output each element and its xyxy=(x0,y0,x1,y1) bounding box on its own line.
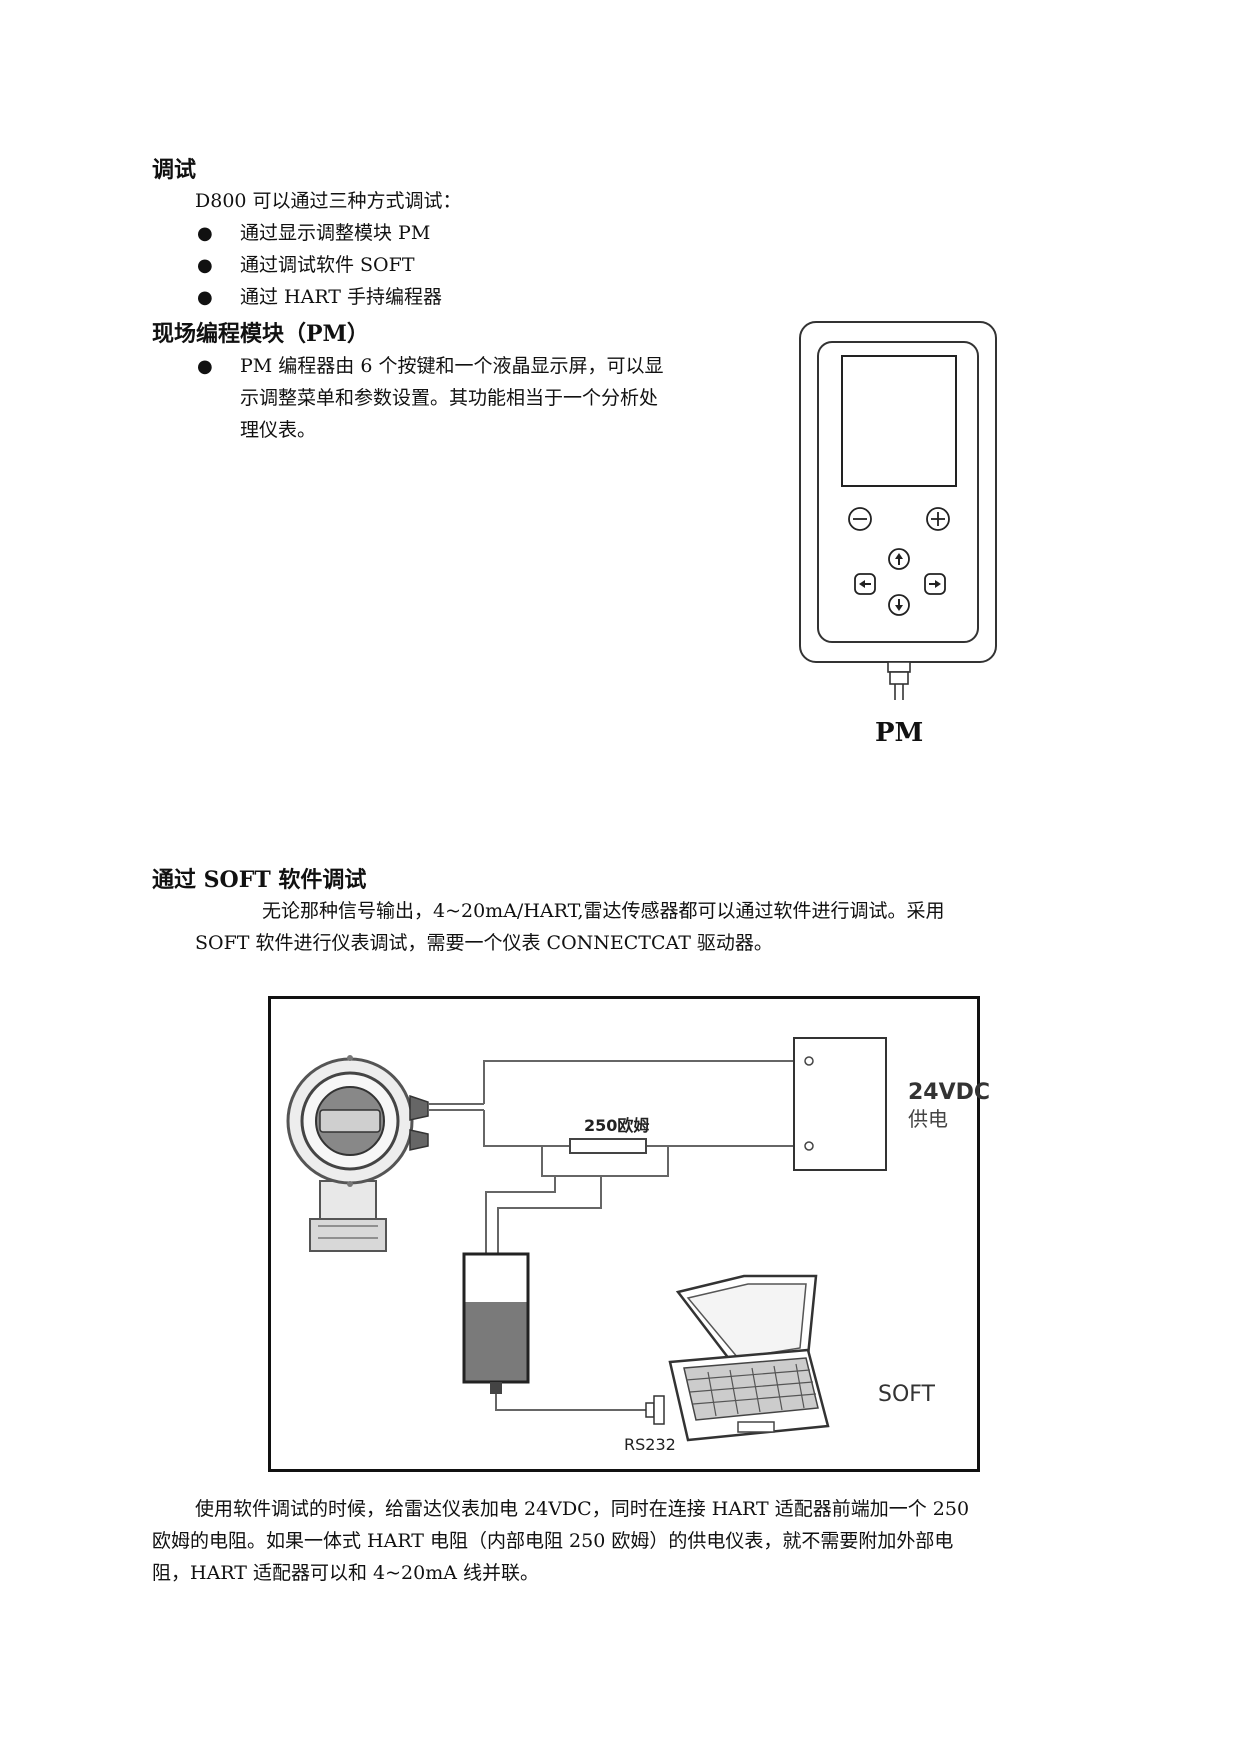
heading-debug: 调试 xyxy=(152,157,197,183)
minus-button-icon xyxy=(848,507,872,531)
hart-tap-wires xyxy=(485,1146,669,1254)
arrow-down-icon xyxy=(888,594,910,616)
pm-lcd-screen xyxy=(841,355,957,487)
arrow-up-icon xyxy=(888,548,910,570)
heading-soft: 通过 SOFT 软件调试 xyxy=(152,867,367,893)
pm-device-figure xyxy=(799,321,997,700)
bullet-dot-icon: ● xyxy=(197,223,213,244)
bullet-text: 通过 HART 手持编程器 xyxy=(240,286,443,308)
rs232-connector-icon xyxy=(645,1395,665,1425)
rs232-label: RS232 xyxy=(624,1435,676,1454)
bullet-item: ● xyxy=(197,249,213,282)
resistor-250-ohm xyxy=(569,1138,647,1154)
pm-desc-line: PM 编程器由 6 个按键和一个液晶显示屏，可以显 xyxy=(240,355,664,377)
heading-pm: 现场编程模块（PM） xyxy=(152,321,369,347)
pm-desc-line: 示调整菜单和参数设置。其功能相当于一个分析处 xyxy=(240,387,659,409)
bullet-item: ● xyxy=(197,217,213,250)
radar-transmitter-icon xyxy=(286,1055,429,1252)
bullet-dot-icon: ● xyxy=(197,255,213,276)
closing-para-line: 欧姆的电阻。如果一体式 HART 电阻（内部电阻 250 欧姆）的供电仪表，就不… xyxy=(152,1530,954,1552)
plus-button-icon xyxy=(926,507,950,531)
intro-text: D800 可以通过三种方式调试： xyxy=(195,190,462,212)
soft-label: SOFT xyxy=(878,1382,936,1407)
pm-cable-connector xyxy=(887,661,911,700)
rs232-cable xyxy=(495,1394,646,1411)
resistor-label: 250欧姆 xyxy=(584,1116,649,1135)
power-terminal-icon xyxy=(804,1056,814,1066)
bullet-dot-icon: ● xyxy=(197,287,213,308)
soft-para-line: 无论那种信号输出，4~20mA/HART,雷达传感器都可以通过软件进行调试。采用 xyxy=(262,900,945,922)
bullet-item: ● xyxy=(197,350,213,383)
power-terminal-icon xyxy=(804,1141,814,1151)
pm-desc-line: 理仪表。 xyxy=(240,419,317,441)
pm-figure-label: PM xyxy=(875,718,924,748)
bullet-dot-icon: ● xyxy=(197,356,213,377)
bullet-text: 通过显示调整模块 PM xyxy=(240,222,431,244)
wiring-diagram: 250欧姆 24VDC 供电 RS232 SOFT xyxy=(268,996,990,1472)
laptop-icon xyxy=(668,1274,830,1442)
arrow-left-icon xyxy=(854,573,876,595)
soft-para-line: SOFT 软件进行仪表调试，需要一个仪表 CONNECTCAT 驱动器。 xyxy=(195,932,773,954)
power-supply-label: 供电 xyxy=(908,1107,948,1131)
closing-para-line: 阻，HART 适配器可以和 4~20mA 线并联。 xyxy=(152,1562,539,1584)
arrow-right-icon xyxy=(924,573,946,595)
closing-para-line: 使用软件调试的时候，给雷达仪表加电 24VDC，同时在连接 HART 适配器前端… xyxy=(195,1498,970,1520)
hart-adapter-icon xyxy=(462,1252,530,1394)
bullet-text: 通过调试软件 SOFT xyxy=(240,254,415,276)
bullet-item: ● xyxy=(197,281,213,314)
power-voltage-label: 24VDC xyxy=(908,1080,990,1105)
